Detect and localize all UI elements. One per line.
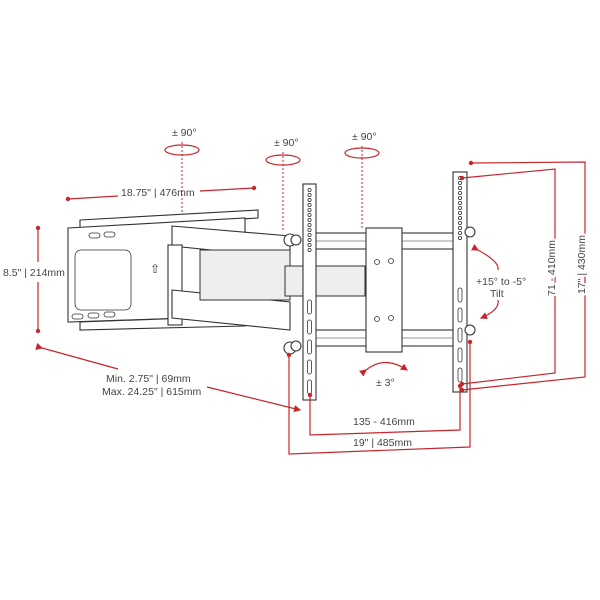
rotation-indicator-3: ± 90° — [344, 131, 380, 230]
rail-hole — [457, 185, 462, 190]
rail-hole — [457, 215, 462, 220]
rotation-label-1: ± 90° — [172, 127, 197, 139]
rotation-indicator-1: ± 90° — [164, 127, 200, 232]
rail-slot — [307, 359, 312, 375]
vesa-horizontal-label: 135 - 416mm — [353, 416, 415, 428]
rail-slot — [457, 327, 463, 343]
rail-slot — [457, 347, 463, 363]
rail-hole — [457, 180, 462, 185]
rail-hole — [457, 210, 462, 215]
rail-hole — [307, 237, 312, 242]
rail-hole — [307, 192, 312, 197]
rail-slot — [457, 367, 463, 383]
bracket-height-label: 17" | 430mm — [576, 235, 588, 294]
rail-slot — [307, 379, 312, 395]
width-label: 18.75" | 476mm — [121, 187, 195, 199]
tilt-label: Tilt — [490, 288, 504, 300]
rail-slot — [307, 299, 312, 315]
height-dimension: 8.5" | 214mm — [3, 225, 65, 334]
rail-hole — [457, 200, 462, 205]
rail-slot — [307, 339, 312, 355]
vesa-vertical-dimension: 71 - 410mm — [459, 168, 560, 387]
extension-min-label: Min. 2.75" | 69mm — [106, 373, 191, 385]
rotation-arrow-icon — [344, 147, 380, 159]
rail-hole — [457, 205, 462, 210]
articulating-arm — [167, 225, 366, 355]
vesa-horizontal-dimension: 135 - 416mm — [307, 383, 463, 436]
right-vertical-rail — [452, 171, 476, 393]
rail-hole — [307, 242, 312, 247]
bracket-width-dimension: 19" | 485mm — [286, 339, 473, 455]
rotation-label-3: ± 90° — [352, 131, 377, 143]
rail-hole — [307, 222, 312, 227]
rail-hole — [307, 207, 312, 212]
rail-hole — [307, 232, 312, 237]
vesa-vertical-label: 71 - 410mm — [546, 240, 558, 296]
tilt-indicator: +15° to -5° Tilt — [471, 243, 526, 319]
rail-slot — [307, 319, 312, 335]
up-arrow-icon: ⇧ — [150, 262, 160, 276]
rail-hole — [457, 235, 462, 240]
rotation-label-2: ± 90° — [274, 137, 299, 149]
level-label: ± 3° — [376, 377, 395, 389]
bracket-height-dimension: 17" | 430mm — [459, 160, 590, 393]
rail-slot — [457, 287, 463, 303]
rail-hole — [457, 190, 462, 195]
rail-hole — [307, 227, 312, 232]
rail-hole — [457, 230, 462, 235]
height-label: 8.5" | 214mm — [3, 267, 65, 279]
tilt-range-label: +15° to -5° — [476, 276, 526, 288]
extension-dimension: Min. 2.75" | 69mm Max. 24.25" | 615mm — [35, 342, 302, 413]
rail-hole — [307, 202, 312, 207]
horizontal-bars — [313, 227, 455, 353]
rail-hole — [307, 212, 312, 217]
width-dimension: 18.75" | 476mm — [65, 185, 257, 202]
bracket-width-label: 19" | 485mm — [353, 437, 412, 449]
rail-hole — [457, 195, 462, 200]
extension-max-label: Max. 24.25" | 615mm — [102, 386, 202, 398]
rail-hole — [307, 197, 312, 202]
rail-hole — [457, 225, 462, 230]
rotation-indicator-2: ± 90° — [265, 137, 301, 230]
rail-hole — [307, 217, 312, 222]
level-indicator: ± 3° — [359, 361, 408, 389]
rail-slot — [457, 307, 463, 323]
rail-hole — [307, 247, 312, 252]
rail-hole — [307, 187, 312, 192]
rail-hole — [457, 220, 462, 225]
